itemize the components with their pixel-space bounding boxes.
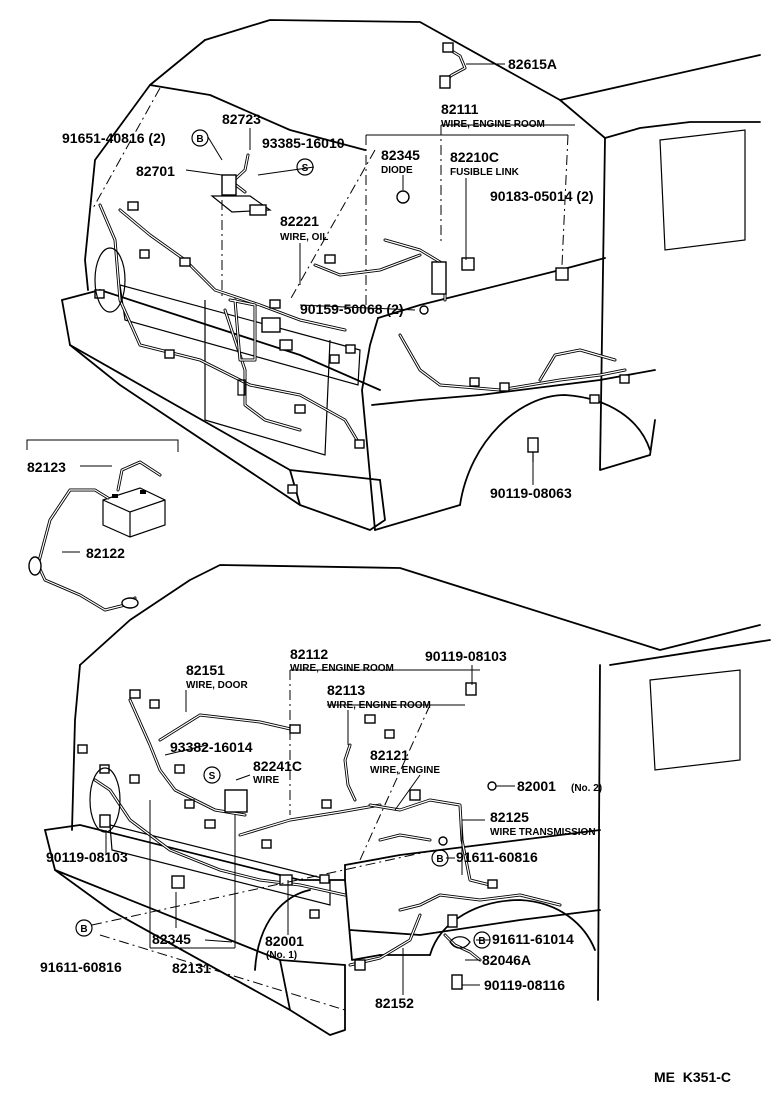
part-number: 82112 [290,646,328,662]
part-number: 82111 [441,101,479,117]
part-description: WIRE [253,775,279,786]
part-number: 90119-08103 [425,648,507,664]
part-number: 82113 [327,682,365,698]
top-vehicle-body [61,19,761,531]
part-number: 90119-08103 [46,849,128,865]
part-number: 82001 [517,778,556,794]
part-number: 82152 [375,995,414,1011]
svg-text:B: B [436,854,443,865]
top-harness [94,201,630,494]
drawing-code: ME K351-C [654,1069,731,1085]
part-number: 82701 [136,163,175,179]
part-number: 93385-16010 [262,135,345,151]
part-number: 82345 [381,147,420,163]
part-labels: 82615A 82111 WIRE, ENGINE ROOM 82723 916… [27,56,602,1011]
part-number: 90159-50068 (2) [300,301,404,317]
bottom-vehicle-body [44,564,771,1036]
bottom-harness [77,682,562,990]
svg-text:B: B [80,924,87,935]
part-number: 82046A [482,952,531,968]
part-number: 82123 [27,459,66,475]
part-description: WIRE, DOOR [186,680,248,691]
part-number: 91611-60816 [456,849,538,865]
part-number: 90119-08116 [484,977,565,993]
part-number: 82221 [280,213,319,229]
screw-symbol: S [203,766,221,784]
part-number: 93382-16014 [170,739,253,755]
part-number: 91611-60816 [40,959,122,975]
part-description: DIODE [381,165,413,176]
part-number: 90183-05014 (2) [490,188,594,204]
part-number: 82723 [222,111,261,127]
svg-text:B: B [478,936,485,947]
part-description: WIRE, ENGINE ROOM [441,119,545,130]
part-number: 82125 [490,809,529,825]
svg-text:S: S [209,771,216,782]
bolt-symbol: B [191,129,209,147]
part-description: WIRE, ENGINE ROOM [290,663,394,674]
part-description: WIRE TRANSMISSION [490,827,596,838]
svg-text:B: B [196,134,203,145]
part-description: WIRE, OIL [280,232,328,243]
svg-text:S: S [302,163,309,174]
symbols: B S S B B B [75,129,491,949]
part-number: 82131 [172,960,211,976]
part-description: WIRE, ENGINE [370,765,440,776]
part-number: 82151 [186,662,225,678]
part-description: (No. 2) [571,783,602,794]
leader-lines [62,63,575,1011]
bolt-symbol: B [75,919,93,937]
part-number: 82001 [265,933,304,949]
bolt-symbol: B [431,849,449,867]
part-description: (No. 1) [266,950,297,961]
part-number: 91611-61014 [492,931,574,947]
part-number: 82615A [508,56,557,72]
part-number: 82121 [370,747,409,763]
screw-symbol: S [296,158,314,176]
battery-group [26,439,179,612]
part-number: 82122 [86,545,125,561]
part-number: 82345 [152,931,191,947]
part-number: 90119-08063 [490,485,572,501]
bolt-symbol: B [473,931,491,949]
part-description: WIRE, ENGINE ROOM [327,700,431,711]
part-number: 82210C [450,149,499,165]
part-description: FUSIBLE LINK [450,167,520,178]
part-number: 82241C [253,758,302,774]
top-components [210,42,569,462]
part-number: 91651-40816 (2) [62,130,166,146]
